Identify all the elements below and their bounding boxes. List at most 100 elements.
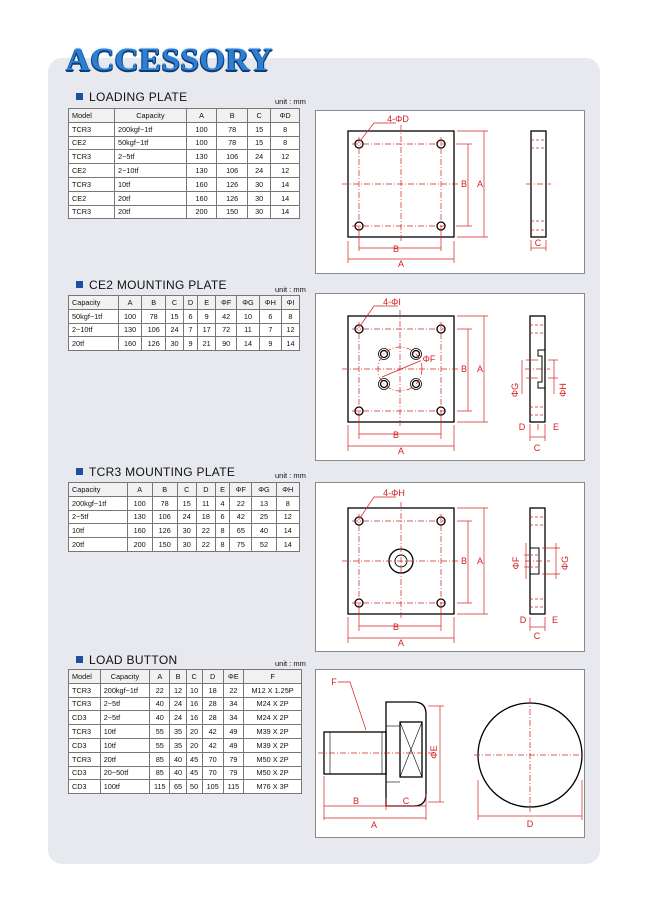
table-cell: 150 <box>216 204 248 220</box>
table-cell: 8 <box>270 121 300 137</box>
table-cell: 126 <box>151 523 178 539</box>
table-cell: CD3 <box>68 779 101 795</box>
table-cell: 24 <box>246 163 272 178</box>
table-cell: 100 <box>126 495 153 511</box>
table-cell: 150 <box>151 537 178 552</box>
table-cell: 79 <box>222 751 245 767</box>
tcr3-plate-drawing: B A B A 4-ΦH C D E ΦF ΦG <box>315 482 585 652</box>
section-square-icon <box>76 656 83 663</box>
table-cell: 11 <box>195 495 216 511</box>
table-cell: M50 X 2P <box>243 765 302 781</box>
table-cell: 55 <box>149 724 171 739</box>
dim-label: B <box>393 244 399 254</box>
table-cell: 30 <box>176 537 197 552</box>
table-cell: 10tf <box>99 724 151 739</box>
table-cell: M50 X 2P <box>243 751 302 767</box>
section-square-icon <box>76 281 83 288</box>
dim-label: ΦG <box>510 383 520 397</box>
table-cell: 52 <box>251 537 277 552</box>
table-cell: 78 <box>216 121 248 137</box>
table-cell: 2~10tf <box>68 322 119 338</box>
column-header: B <box>141 295 166 310</box>
table-cell: 106 <box>216 163 248 178</box>
table-cell: 45 <box>185 765 203 781</box>
table-cell: 65 <box>169 779 187 795</box>
table-cell: CD3 <box>68 737 101 753</box>
column-header: Model <box>67 108 116 123</box>
table-cell: 11 <box>236 322 260 338</box>
table-cell: 15 <box>246 121 272 137</box>
table-cell: 20~50tf <box>99 765 151 781</box>
unit-label: unit : mm <box>275 97 306 106</box>
section-title-text: TCR3 MOUNTING PLATE <box>89 465 236 479</box>
table-cell: 28 <box>201 710 224 726</box>
table-cell: 40 <box>149 696 171 712</box>
table-cell: M39 X 2P <box>243 724 302 739</box>
section-title-tcr3-plate: TCR3 MOUNTING PLATE <box>76 465 235 479</box>
column-header: Capacity <box>68 482 128 497</box>
dim-label: 4-ΦD <box>387 114 409 124</box>
table-cell: 15 <box>164 308 185 324</box>
column-header: ΦG <box>251 482 277 497</box>
unit-label: unit : mm <box>275 471 306 480</box>
table-cell: 6 <box>214 509 231 525</box>
table-cell: 160 <box>126 523 153 539</box>
column-header: C <box>185 669 203 684</box>
table-cell: 7 <box>183 322 199 338</box>
table-cell: 7 <box>258 322 282 338</box>
column-header: ΦG <box>236 295 260 310</box>
table-cell: TCR3 <box>67 121 116 137</box>
table-cell: 34 <box>222 696 245 712</box>
dim-label: B <box>461 556 467 566</box>
table-cell: CE2 <box>67 135 116 151</box>
table-cell: 40 <box>251 523 277 539</box>
table-cell: 20 <box>185 737 203 753</box>
column-header: A <box>126 482 153 497</box>
table-cell: 79 <box>222 765 245 781</box>
column-header: B <box>216 108 248 123</box>
table-cell: 6 <box>258 308 282 324</box>
column-header: ΦE <box>222 669 245 684</box>
page-title: ACCESSORY <box>66 42 273 78</box>
table-cell: 8 <box>280 308 301 324</box>
table-cell: 18 <box>201 682 224 698</box>
table-cell: 100tf <box>99 779 151 795</box>
table-cell: 20tf <box>114 190 187 206</box>
ce2-plate-drawing: B A B A ΦF 4-ΦI C D E ΦG ΦH <box>315 293 585 461</box>
dim-label: C <box>534 631 541 641</box>
column-header: A <box>149 669 171 684</box>
dim-label: A <box>477 556 483 566</box>
table-cell: 2~5tf <box>99 710 151 726</box>
table-cell: M76 X 3P <box>243 779 302 795</box>
table-cell: 200kgf~1tf <box>99 682 151 698</box>
dim-label: A <box>477 179 483 189</box>
table-cell: CD3 <box>68 710 101 726</box>
dim-label: ΦF <box>423 354 436 364</box>
table-cell: 160 <box>185 176 218 192</box>
dim-label: C <box>403 796 410 806</box>
table-cell: 115 <box>149 779 171 795</box>
table-cell: 130 <box>117 322 143 338</box>
table-cell: 13 <box>251 495 277 511</box>
dim-label: D <box>520 615 527 625</box>
section-title-loading-plate: LOADING PLATE <box>76 90 187 104</box>
table-cell: 106 <box>141 322 166 338</box>
table-cell: 14 <box>275 537 300 552</box>
column-header: E <box>214 482 231 497</box>
table-cell: 24 <box>169 710 187 726</box>
table-cell: 10 <box>185 682 203 698</box>
dim-label: 4-ΦI <box>383 297 401 307</box>
section-title-text: CE2 MOUNTING PLATE <box>89 278 227 292</box>
